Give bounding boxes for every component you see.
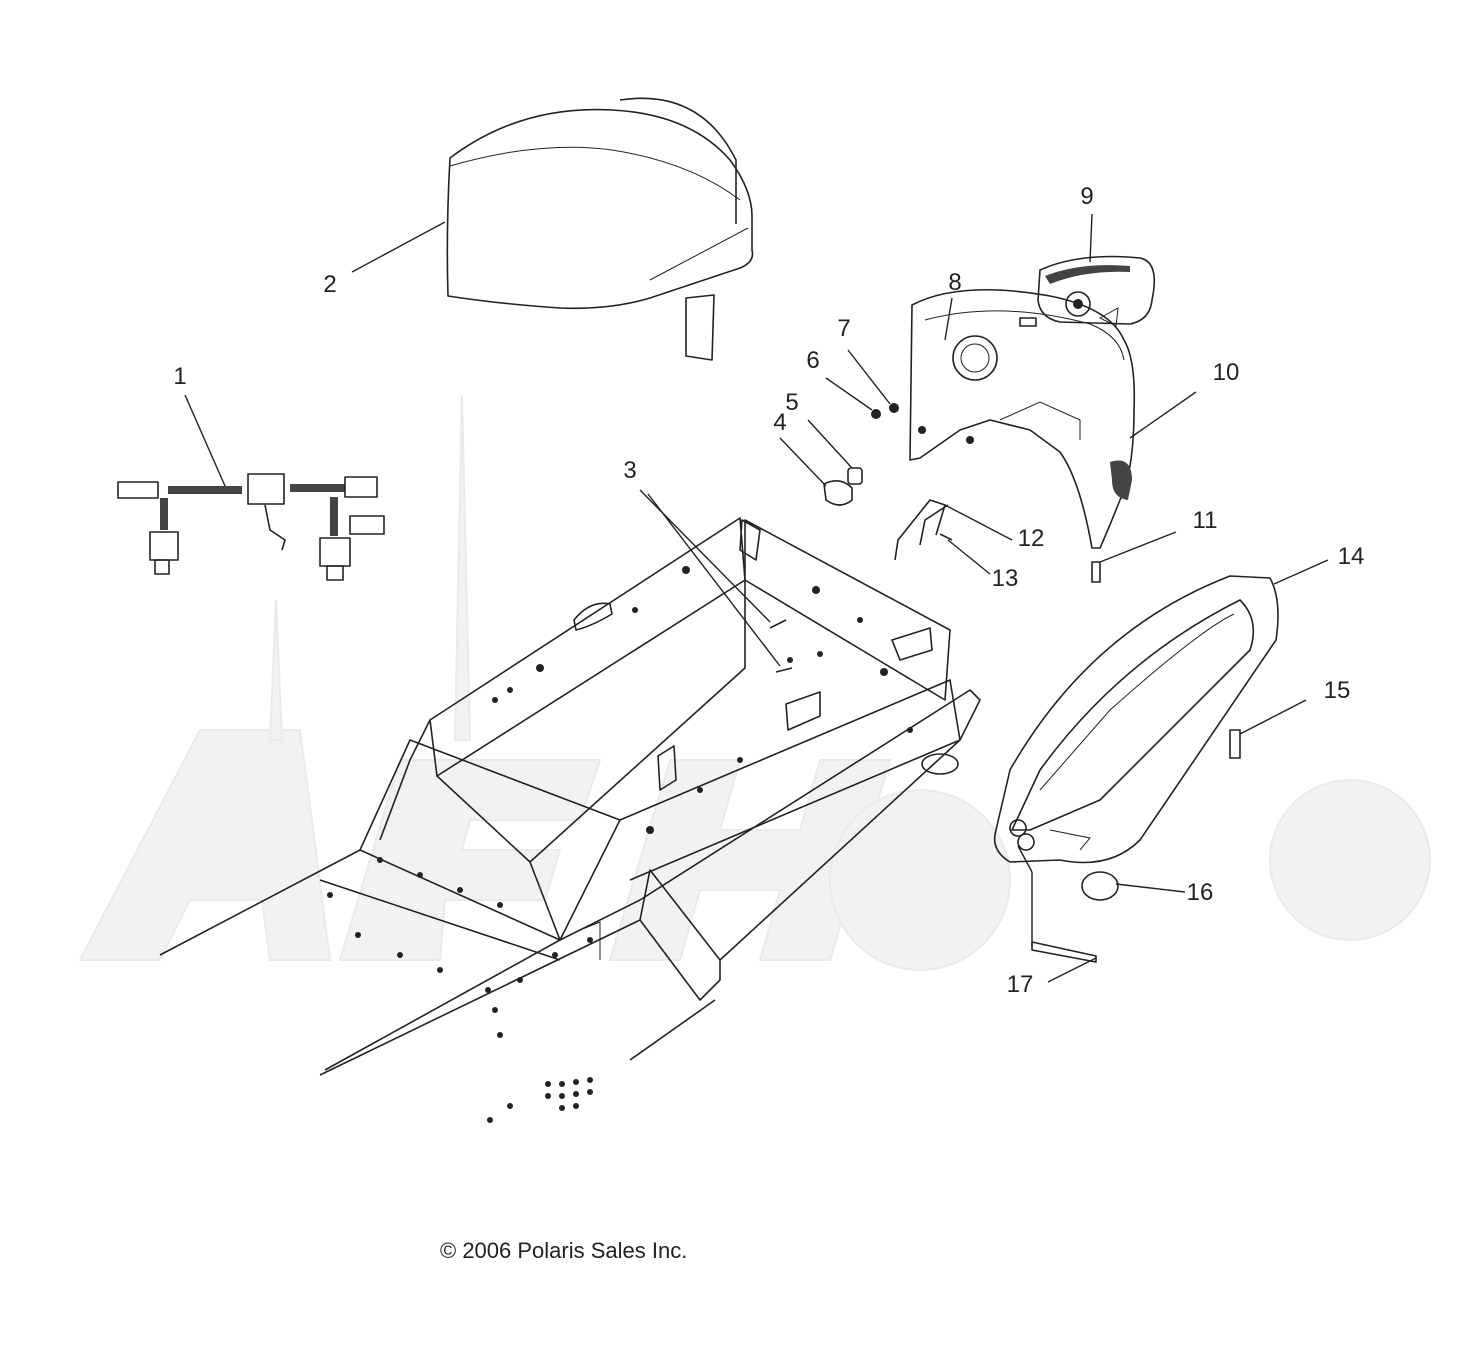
seat-cushion xyxy=(446,97,754,361)
chassis-holes xyxy=(327,566,913,1123)
nut-6 xyxy=(871,409,881,419)
screw-11 xyxy=(1091,561,1101,583)
bolt-3b xyxy=(775,667,793,673)
watermark-logo xyxy=(78,394,1431,971)
callout-4: 4 xyxy=(773,409,786,436)
callout-17: 17 xyxy=(1007,971,1034,998)
bracket-12 xyxy=(894,499,946,561)
callout-11: 11 xyxy=(1193,507,1218,534)
callout-15: 15 xyxy=(1324,677,1351,704)
tail-light-lens xyxy=(1037,255,1156,327)
nut-7 xyxy=(889,403,899,413)
push-rivet-15 xyxy=(1229,729,1241,759)
callout-6: 6 xyxy=(806,347,819,374)
callout-14: 14 xyxy=(1338,543,1365,570)
callout-9: 9 xyxy=(1080,183,1093,210)
callout-16: 16 xyxy=(1187,879,1214,906)
callout-7: 7 xyxy=(837,315,850,342)
screw-13 xyxy=(939,533,953,541)
callout-2: 2 xyxy=(323,271,336,298)
grommet-4 xyxy=(823,480,853,506)
callout-12: 12 xyxy=(1018,525,1045,552)
wiring-harness xyxy=(117,473,385,581)
callout-3: 3 xyxy=(623,457,636,484)
cap-16 xyxy=(1081,871,1119,901)
chassis-tunnel xyxy=(159,517,981,1123)
side-panel xyxy=(993,575,1279,864)
hardware-parts xyxy=(823,403,1241,963)
callout-13: 13 xyxy=(992,565,1019,592)
callout-10: 10 xyxy=(1213,359,1240,386)
bolt-3a xyxy=(769,619,787,629)
bolt-17 xyxy=(1031,941,1097,963)
callout-5: 5 xyxy=(785,389,798,416)
callout-8: 8 xyxy=(948,269,961,296)
callout-labels: 1 2 3 4 5 6 7 8 9 10 11 12 13 14 15 16 1… xyxy=(173,183,1364,998)
rear-housing xyxy=(909,288,1136,549)
bulb-5 xyxy=(847,467,863,485)
copyright-notice: © 2006 Polaris Sales Inc. xyxy=(440,1238,688,1263)
leader-lines xyxy=(184,213,1329,983)
callout-1: 1 xyxy=(173,363,186,390)
